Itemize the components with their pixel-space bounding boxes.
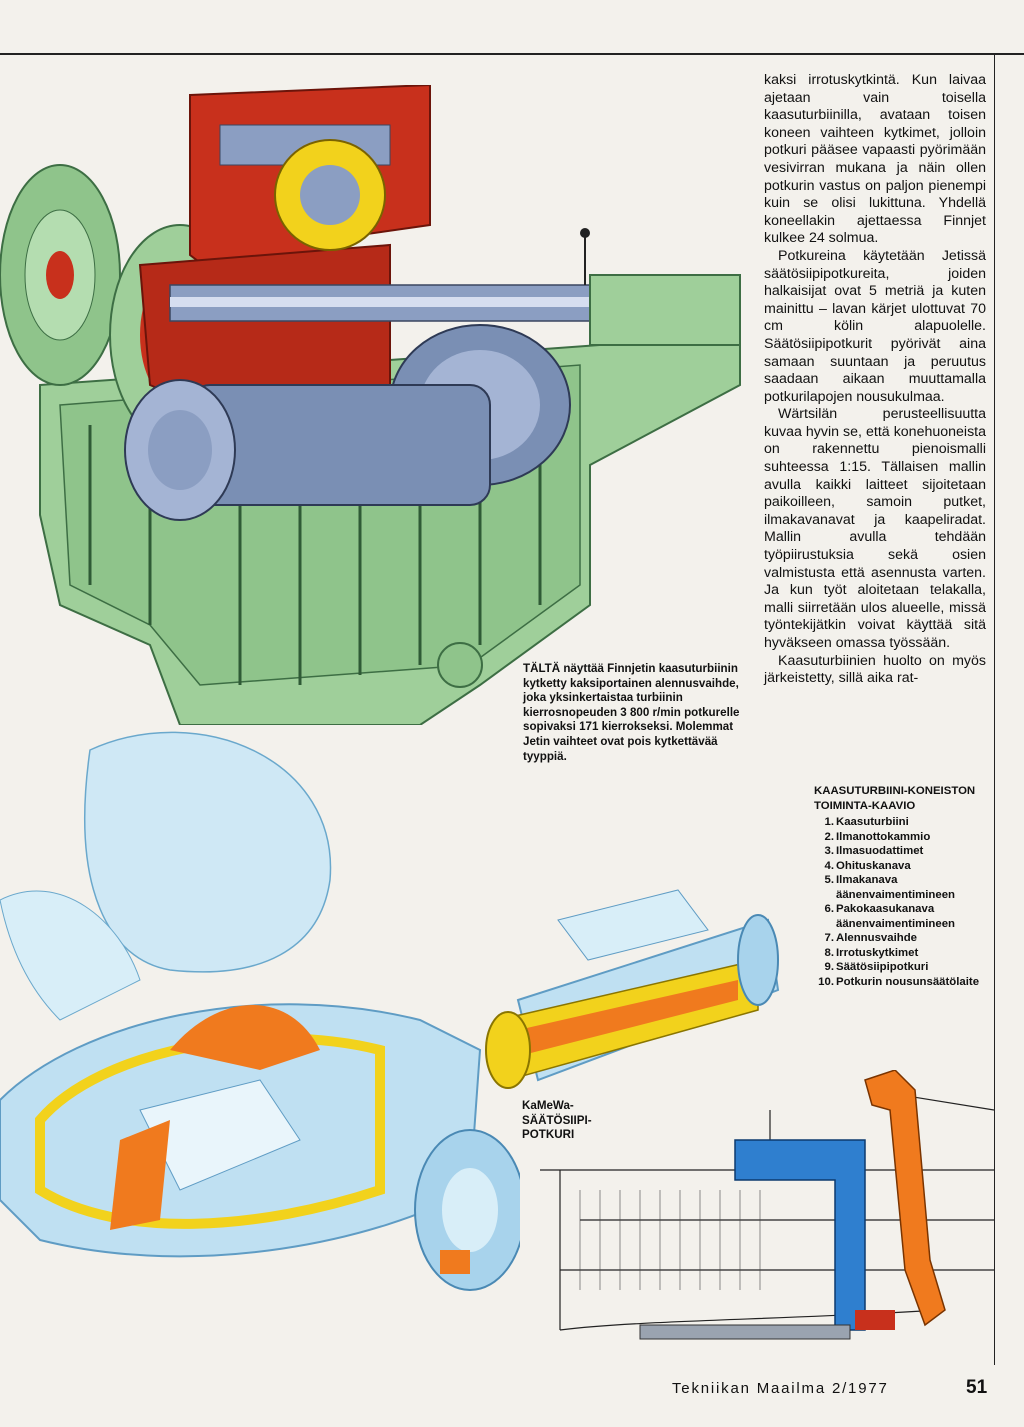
legend-title: KAASUTURBIINI-KONEISTON TOIMINTA-KAAVIO (814, 785, 976, 812)
legend-item-number: 6. (824, 903, 835, 915)
schematic-legend: KAASUTURBIINI-KONEISTON TOIMINTA-KAAVIO … (814, 784, 994, 989)
legend-item: 9.Säätösiipipotkuri (814, 960, 994, 975)
legend-item: 1.Kaasuturbiini (814, 815, 994, 830)
legend-item-number: 2. (824, 830, 835, 843)
legend-item-label: Ilmanottokammio (836, 830, 931, 843)
legend-item-label: Potkurin nousunsäätölaite (836, 975, 980, 988)
propeller-caption: KaMeWa-SÄÄTÖSIIPI-POTKURI (522, 1099, 592, 1142)
legend-item: 3.Ilmasuodattimet (814, 844, 994, 859)
legend-item-number: 7. (824, 932, 835, 944)
page-footer: Tekniikan Maailma 2/1977 51 (0, 1377, 1024, 1408)
paragraph: kaksi irrotuskytkintä. Kun laivaa ajetaa… (764, 72, 986, 247)
legend-item: 8.Irrotuskytkimet (814, 946, 994, 961)
legend-item: 10.Potkurin nousunsäätölaite (814, 975, 994, 990)
legend-item-label: Ohituskanava (836, 859, 911, 872)
legend-item-number: 10. (818, 975, 834, 988)
legend-item-label: Alennusvaihde (836, 932, 918, 944)
legend-item-number: 1. (824, 816, 835, 828)
right-column-rule (994, 55, 995, 1365)
legend-item: 7.Alennusvaihde (814, 931, 994, 946)
article-text: kaksi irrotuskytkintä. Kun laivaa ajetaa… (764, 72, 986, 688)
legend-item: 2.Ilmanottokammio (814, 830, 994, 845)
magazine-issue: Tekniikan Maailma 2/1977 (672, 1380, 889, 1397)
gearbox-illustration (0, 85, 741, 725)
legend-item: 5.Ilmakanava äänenvaimentimineen (814, 873, 994, 902)
propeller-illustration (0, 731, 520, 1291)
legend-item-label: Irrotuskytkimet (836, 946, 919, 959)
ship-schematic (540, 1070, 994, 1340)
gearbox-caption: TÄLTÄ näyttää Finnjetin kaasuturbiinin k… (523, 662, 740, 763)
legend-item-label: Ilmasuodattimet (836, 845, 924, 857)
legend-item-number: 9. (824, 961, 835, 973)
paragraph: Potkureina käytetään Jetissä säätösiipip… (764, 247, 986, 405)
legend-item-number: 8. (824, 946, 835, 959)
top-rule (0, 53, 1024, 55)
legend-item-label: Säätösiipipotkuri (836, 961, 929, 973)
paragraph: Wärtsilän perusteellisuutta kuvaa hyvin … (764, 406, 986, 651)
paragraph: Kaasuturbiinien huolto on myös järkeiste… (764, 652, 986, 687)
legend-item-label: Ilmakanava äänenvaimentimineen (836, 874, 956, 901)
legend-item-number: 4. (824, 859, 835, 872)
legend-item: 6.Pakokaasukanava äänenvaimentimineen (814, 902, 994, 931)
legend-item-label: Pakokaasukanava äänenvaimentimineen (836, 903, 956, 930)
legend-item-number: 3. (824, 845, 835, 857)
legend-item-label: Kaasuturbiini (836, 816, 909, 828)
legend-item: 4.Ohituskanava (814, 859, 994, 874)
legend-item-number: 5. (824, 874, 835, 886)
page-number: 51 (966, 1377, 988, 1398)
turbine-illustration (485, 889, 780, 1089)
